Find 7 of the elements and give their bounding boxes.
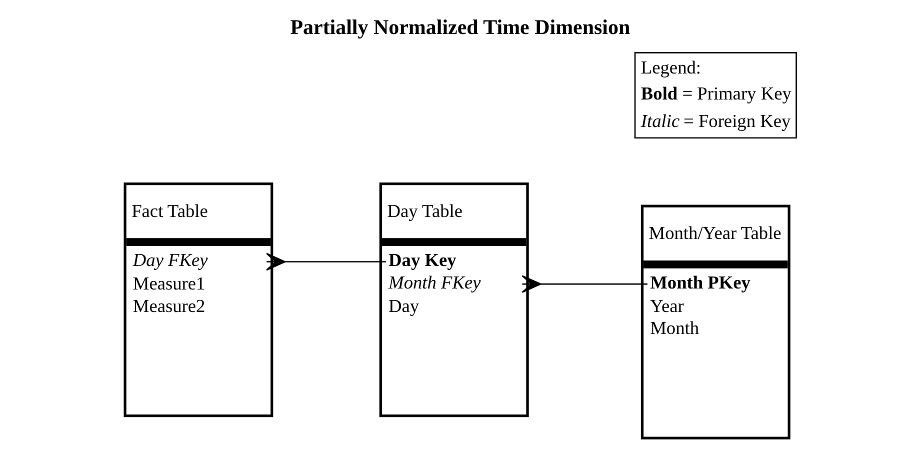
node-box: Fact Table Day FKey Measure1 Measure2 [124,182,274,418]
node-box: Day Table Day Key Month FKey Day [379,182,529,418]
node-box: Legend: Bold = Primary Key Italic = Foreign Key [634,52,797,139]
connector [266,252,386,271]
connector [522,275,648,293]
diagram-title: Partially Normalized Time Dimension [290,15,630,40]
node-box: Month/Year Table Month PKey Year Month [640,204,790,440]
